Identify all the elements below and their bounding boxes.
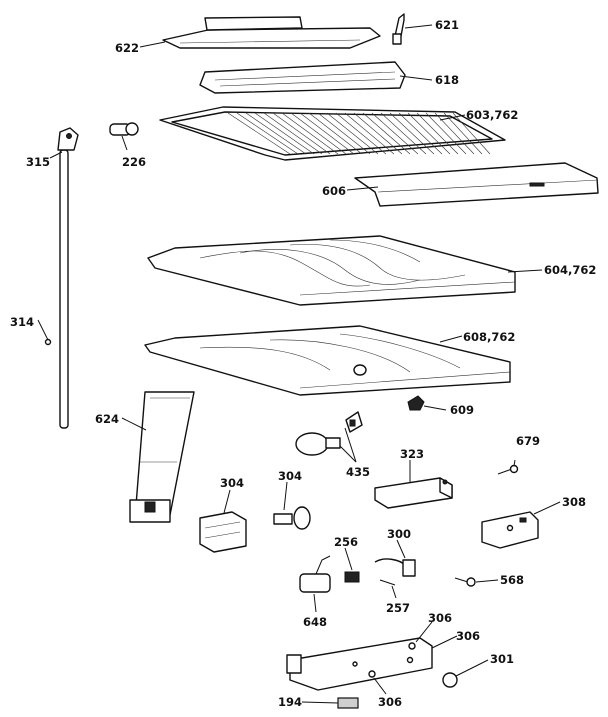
part-194-label: [337, 697, 359, 709]
callout-labels: 621 622 618 603,762 315 226 606 604,762 …: [10, 18, 596, 709]
part-622-top-cover: [162, 16, 381, 49]
part-435-bulb: [295, 411, 363, 456]
label-226: 226: [122, 155, 146, 169]
label-315: 315: [26, 155, 50, 169]
label-603-762: 603,762: [466, 108, 518, 122]
leader-lines: [37, 24, 561, 704]
part-618-bracket: [199, 61, 406, 94]
label-648: 648: [303, 615, 327, 629]
part-679-screw: [497, 464, 519, 475]
part-606-rail: [354, 162, 599, 207]
label-679: 679: [516, 434, 540, 448]
part-621-pin: [392, 13, 405, 45]
part-603-shelf: [159, 106, 506, 161]
label-314: 314: [10, 315, 34, 329]
part-624-duct: [129, 391, 195, 523]
part-604-cover: [147, 235, 516, 306]
part-568-screw: [454, 577, 476, 587]
label-306-bottom: 306: [378, 695, 402, 709]
label-323: 323: [400, 447, 424, 461]
label-306-top: 306: [428, 611, 452, 625]
label-568: 568: [500, 573, 524, 587]
part-control-box: [286, 637, 433, 691]
label-304-block: 304: [220, 476, 244, 490]
label-621: 621: [435, 18, 459, 32]
label-435: 435: [346, 465, 370, 479]
part-323-housing: [374, 477, 453, 509]
label-194: 194: [278, 695, 302, 709]
part-300-relay: [374, 558, 416, 577]
label-624: 624: [95, 412, 119, 426]
part-308-bracket: [481, 511, 539, 549]
label-618: 618: [435, 73, 459, 87]
label-622: 622: [115, 41, 139, 55]
label-256: 256: [334, 535, 358, 549]
part-648-capacitor: [299, 555, 331, 593]
part-304-block: [199, 511, 247, 553]
part-256-switch: [344, 571, 360, 583]
part-226-knob: [109, 122, 139, 136]
part-301-knob: [442, 672, 458, 688]
label-606: 606: [322, 184, 346, 198]
part-609-clip: [407, 395, 425, 411]
label-257: 257: [386, 601, 410, 615]
part-314-315-rod: [44, 127, 79, 429]
label-304-knob: 304: [278, 469, 302, 483]
label-609: 609: [450, 403, 474, 417]
label-608-762: 608,762: [463, 330, 515, 344]
label-308: 308: [562, 495, 586, 509]
part-304-knob: [273, 506, 311, 530]
label-301: 301: [490, 652, 514, 666]
part-257-clip: [379, 579, 396, 586]
label-604-762: 604,762: [544, 263, 596, 277]
label-306-right: 306: [456, 629, 480, 643]
label-300: 300: [387, 527, 411, 541]
part-608-lower-cover: [144, 325, 511, 396]
